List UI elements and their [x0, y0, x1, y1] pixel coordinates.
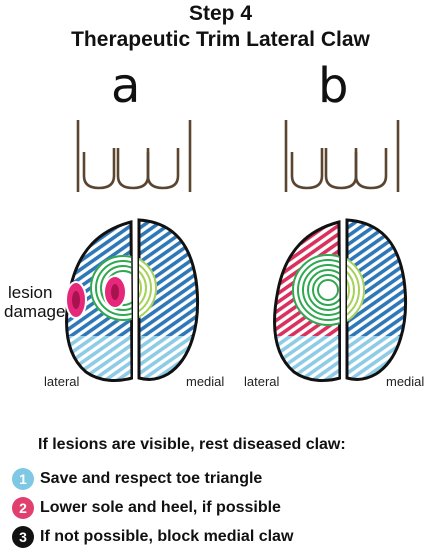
panel-a-legs: [76, 120, 192, 192]
step-1-text: Save and respect toe triangle: [40, 470, 263, 487]
step-3-number-badge: 3: [12, 526, 34, 548]
lesion-label-line2: damage: [4, 302, 66, 321]
panel-a-lateral-label: lateral: [44, 374, 80, 389]
panel-a-lesions: [65, 275, 127, 319]
claw-diagram: [65, 120, 408, 382]
step-3-text: If not possible, block medial claw: [40, 528, 294, 545]
step-2: 2 Lower sole and heel, if possible: [12, 497, 281, 519]
panel-b-toe-rings: [292, 253, 365, 327]
step-2-text: Lower sole and heel, if possible: [40, 499, 281, 516]
step-1-number-badge: 1: [12, 468, 34, 490]
panel-a-medial-label: medial: [186, 374, 225, 389]
step-1: 1 Save and respect toe triangle: [12, 468, 262, 490]
panel-b-letter: b: [318, 58, 349, 114]
title-line1: Step 4: [188, 2, 253, 25]
panel-b-legs: [284, 120, 400, 192]
step-2-number-badge: 2: [12, 497, 34, 519]
panel-a-letter: a: [111, 58, 141, 114]
lesion-label-line1: lesion: [8, 283, 53, 302]
instructions-heading: If lesions are visible, rest diseased cl…: [38, 436, 346, 453]
panel-b-lateral-label: lateral: [244, 374, 280, 389]
panel-b-medial-label: medial: [386, 374, 425, 389]
step-3: 3 If not possible, block medial claw: [12, 526, 293, 548]
title-line2: Therapeutic Trim Lateral Claw: [71, 28, 370, 51]
